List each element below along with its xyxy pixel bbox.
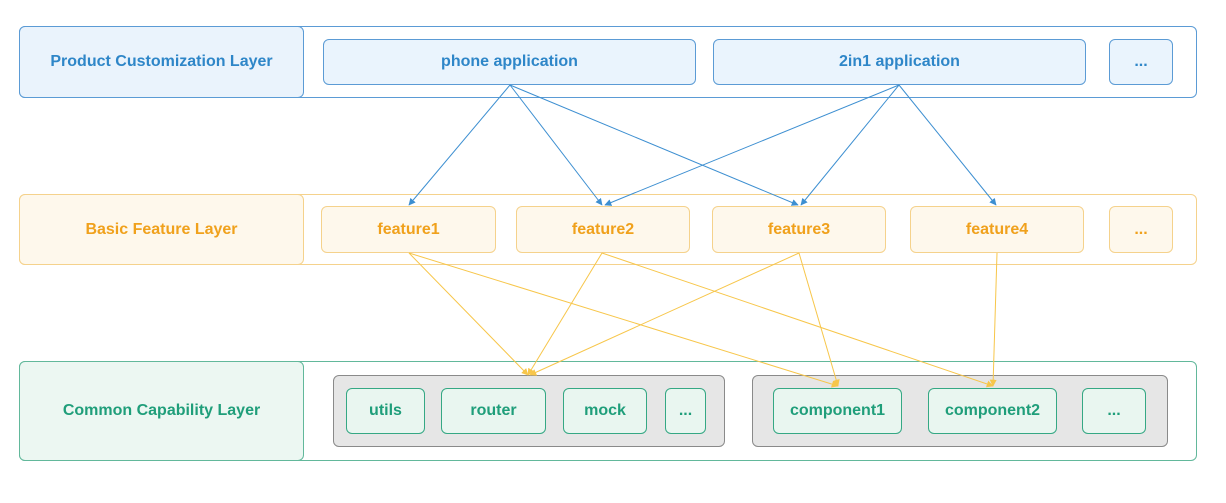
arrow-2in1-to-feature4 [898,84,997,206]
product-more-box[interactable]: ... [1109,39,1173,85]
feature2-box[interactable]: feature2 [516,206,690,253]
feature1-box[interactable]: feature1 [321,206,496,253]
component1-box[interactable]: component1 [773,388,902,434]
utility-more-box[interactable]: ... [665,388,706,434]
mock-box[interactable]: mock [563,388,647,434]
arrow-feature2-to-utility-group [527,252,603,376]
arrow-phone-to-feature3 [509,84,799,206]
component2-box[interactable]: component2 [928,388,1057,434]
utils-box[interactable]: utils [346,388,425,434]
arrow-phone-to-feature2 [509,84,603,206]
2in1-application-box[interactable]: 2in1 application [713,39,1086,85]
product-layer-label: Product Customization Layer [19,26,304,98]
feature3-box[interactable]: feature3 [712,206,886,253]
arrow-feature1-to-utility-group [408,252,529,376]
common-layer-label: Common Capability Layer [19,361,304,461]
arrow-2in1-to-feature2 [604,84,900,206]
feature-more-box[interactable]: ... [1109,206,1173,253]
arrow-2in1-to-feature3 [800,84,900,206]
feature-layer-label: Basic Feature Layer [19,194,304,265]
phone-application-box[interactable]: phone application [323,39,696,85]
router-box[interactable]: router [441,388,546,434]
arrow-feature3-to-utility-group [529,252,800,376]
feature4-box[interactable]: feature4 [910,206,1084,253]
arrow-phone-to-feature1 [408,84,511,206]
component-more-box[interactable]: ... [1082,388,1146,434]
